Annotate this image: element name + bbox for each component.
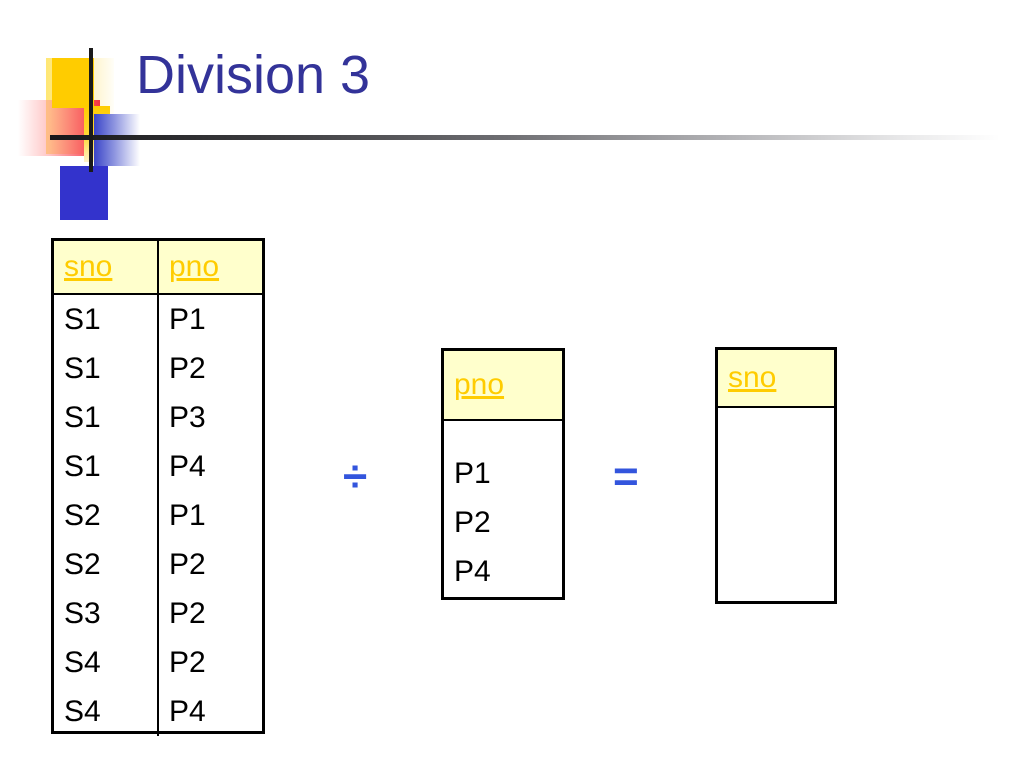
decoration-horizontal-rule xyxy=(50,135,1000,140)
divisor-table-head: pno xyxy=(444,351,562,421)
cell-pno: P2 xyxy=(157,589,262,638)
cell-pno: P4 xyxy=(454,555,491,589)
cell-sno: S4 xyxy=(64,694,101,728)
dividend-table-head: sno pno xyxy=(54,241,262,295)
cell-sno: S1 xyxy=(64,400,101,434)
table-row: S1 P2 xyxy=(54,344,262,393)
table-empty-row xyxy=(718,407,834,601)
cell-pno: P1 xyxy=(157,491,262,540)
equals-operator-icon: = xyxy=(613,452,639,501)
table-row: S3 P2 xyxy=(54,589,262,638)
dividend-table-body: S1 P1 S1 P2 S1 P3 S1 P4 S2 P1 S2 P2 xyxy=(54,294,262,736)
cell-sno: S2 xyxy=(64,498,101,532)
table-row: S4 P2 xyxy=(54,638,262,687)
table-row: S2 P1 xyxy=(54,491,262,540)
table-row: P1 xyxy=(444,449,562,498)
column-header-sno: sno xyxy=(718,350,834,408)
table-header-row: pno xyxy=(444,351,562,421)
column-header-pno: pno xyxy=(157,241,262,295)
decoration-yellow-square xyxy=(52,58,94,108)
cell-pno: P3 xyxy=(157,393,262,442)
decoration-vertical-rule xyxy=(89,48,93,172)
decoration-blue-square xyxy=(60,166,108,220)
cell-sno: S3 xyxy=(64,596,101,630)
cell-pno: P4 xyxy=(157,442,262,491)
division-operator-icon: ÷ xyxy=(343,452,368,501)
result-table: sno xyxy=(718,350,834,601)
cell-pno: P2 xyxy=(454,506,491,540)
page-title: Division 3 xyxy=(136,45,371,105)
cell-sno: S2 xyxy=(64,547,101,581)
result-table-head: sno xyxy=(718,350,834,408)
result-table-body xyxy=(718,407,834,601)
cell-pno: P4 xyxy=(157,687,262,736)
table-row: S4 P4 xyxy=(54,687,262,736)
table-row: S1 P4 xyxy=(54,442,262,491)
decoration-blue-gradient-rect xyxy=(94,114,140,166)
cell-sno: S4 xyxy=(64,645,101,679)
table-header-row: sno xyxy=(718,350,834,408)
table-row: P4 xyxy=(444,548,562,597)
divisor-table-body: P1 P2 P4 xyxy=(444,420,562,597)
relation-divisor: pno P1 P2 P4 xyxy=(441,348,565,600)
table-spacer-row xyxy=(444,420,562,449)
cell-pno: P2 xyxy=(157,540,262,589)
column-header-pno: pno xyxy=(444,351,562,421)
cell-pno: P2 xyxy=(157,344,262,393)
empty-cell xyxy=(718,407,834,601)
table-row: P2 xyxy=(444,498,562,547)
cell-sno: S1 xyxy=(64,449,101,483)
spacer-cell xyxy=(444,420,562,449)
divisor-table: pno P1 P2 P4 xyxy=(444,351,562,597)
cell-sno: S1 xyxy=(64,302,101,336)
cell-sno: S1 xyxy=(64,351,101,385)
table-header-row: sno pno xyxy=(54,241,262,295)
table-row: S1 P1 xyxy=(54,294,262,344)
cell-pno: P1 xyxy=(454,456,491,490)
table-row: S2 P2 xyxy=(54,540,262,589)
dividend-table: sno pno S1 P1 S1 P2 S1 P3 S1 P4 S2 xyxy=(54,241,262,736)
relation-result: sno xyxy=(715,347,837,604)
relation-dividend: sno pno S1 P1 S1 P2 S1 P3 S1 P4 S2 xyxy=(51,238,265,736)
column-header-sno: sno xyxy=(54,241,158,295)
table-row: S1 P3 xyxy=(54,393,262,442)
cell-pno: P1 xyxy=(157,294,262,344)
cell-pno: P2 xyxy=(157,638,262,687)
